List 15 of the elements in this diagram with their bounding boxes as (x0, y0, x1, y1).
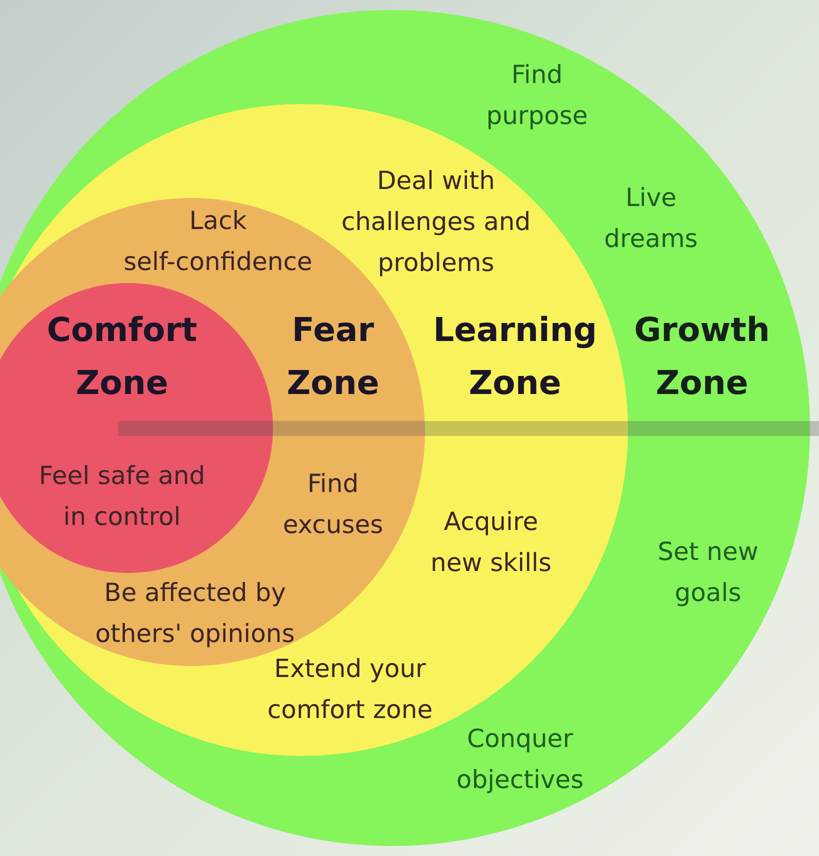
zone-description: Lack self-confidence (122, 205, 314, 278)
zone-description: Deal with challenges and problems (340, 165, 532, 279)
zone-heading: Comfort Zone (46, 309, 198, 404)
zone-heading: Growth Zone (633, 309, 771, 404)
zone-description: Set new goals (656, 536, 760, 609)
zone-description: Find purpose (485, 59, 589, 132)
zone-description: Feel safe and in control (38, 460, 206, 533)
zone-heading: Learning Zone (432, 309, 598, 404)
zone-description: Find excuses (282, 468, 384, 541)
zone-heading: Fear Zone (286, 309, 380, 404)
zone-description: Acquire new skills (429, 506, 552, 579)
zone-description: Extend your comfort zone (266, 653, 434, 726)
zone-description: Live dreams (603, 182, 699, 255)
zone-description: Be affected by others' opinions (94, 577, 296, 650)
zone-description: Conquer objectives (455, 723, 585, 796)
